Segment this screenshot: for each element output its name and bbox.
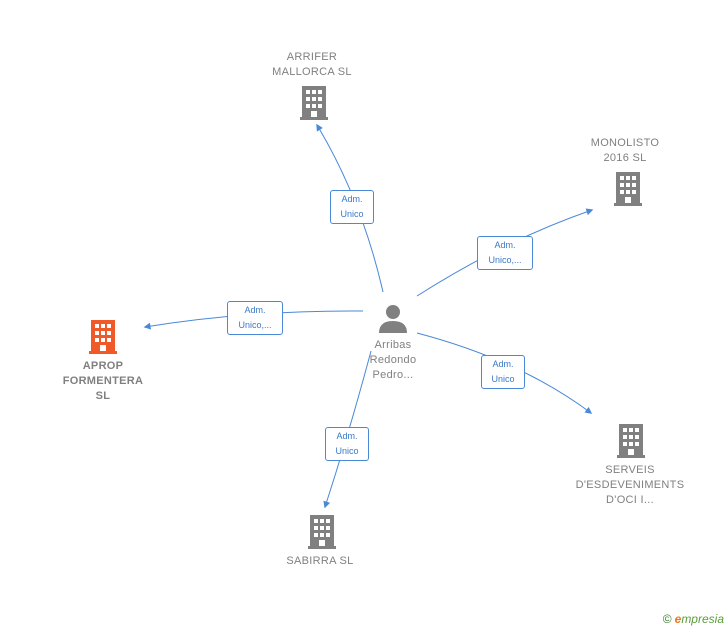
edge-role-detail: Unico [335, 446, 359, 456]
edge-role: Adm. [494, 240, 516, 250]
edge-role: Adm. [336, 431, 358, 441]
edge-label-aprop[interactable]: Adm. Unico,... [227, 301, 283, 335]
person-name[interactable]: Arribas Redondo Pedro... [369, 339, 417, 381]
edge-role-detail: Unico [340, 209, 364, 219]
company-name-monolisto[interactable]: MONOLISTO 2016 SL [590, 137, 660, 164]
building-icon[interactable] [617, 424, 645, 458]
edge-label-monolisto[interactable]: Adm. Unico,... [477, 236, 533, 270]
brand-logo-text: mpresia [681, 612, 724, 626]
copyright-symbol: © [662, 612, 672, 626]
building-icon[interactable] [300, 86, 328, 120]
building-icon-highlighted[interactable] [89, 320, 117, 354]
building-icon[interactable] [308, 515, 336, 549]
edge-label-serveis[interactable]: Adm. Unico [481, 355, 525, 389]
company-name-sabirra[interactable]: SABIRRA SL [286, 555, 354, 567]
building-icon[interactable] [614, 172, 642, 206]
company-name-aprop[interactable]: APROP FORMENTERA SL [62, 360, 144, 402]
person-icon[interactable] [378, 303, 408, 333]
edge-role-detail: Unico,... [238, 320, 272, 330]
brand-footer[interactable]: ©empresia [663, 612, 724, 626]
edge-role-detail: Unico,... [488, 255, 522, 265]
edge-role: Adm. [341, 194, 363, 204]
brand-logo-initial: e [674, 612, 682, 626]
edge-label-arrifer[interactable]: Adm. Unico [330, 190, 374, 224]
edge-role: Adm. [492, 359, 514, 369]
company-name-serveis[interactable]: SERVEIS D'ESDEVENIMENTS D'OCI I... [575, 464, 685, 506]
edge-role: Adm. [244, 305, 266, 315]
edge-role-detail: Unico [491, 374, 515, 384]
edge-label-sabirra[interactable]: Adm. Unico [325, 427, 369, 461]
company-name-arrifer[interactable]: ARRIFER MALLORCA SL [272, 51, 352, 78]
